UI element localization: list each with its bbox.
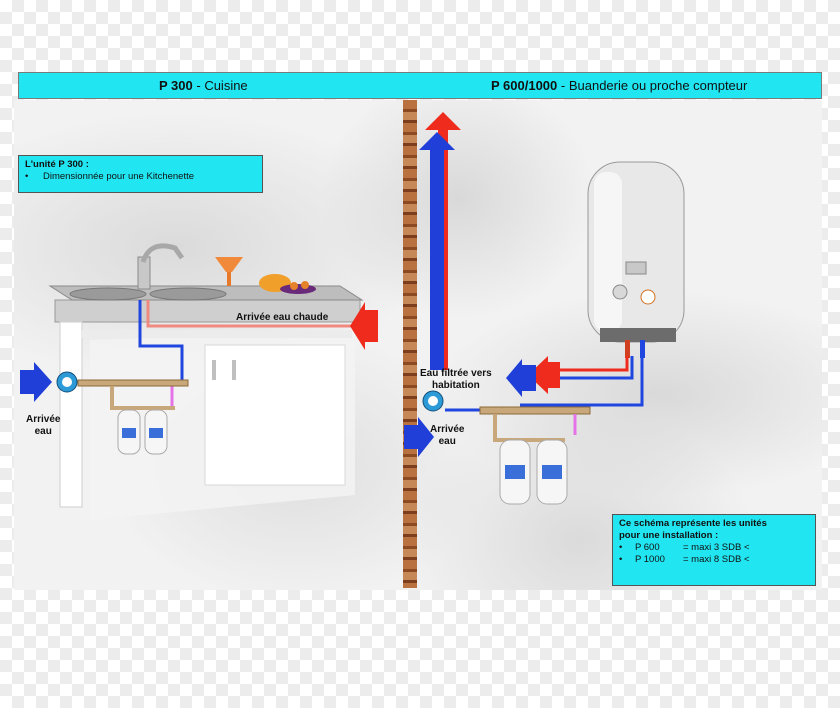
schema-item-p600: • P 600 = maxi 3 SDB <	[619, 542, 809, 554]
red-arrow-icon-right	[528, 356, 560, 394]
right-room: Buanderie ou proche compteur	[568, 78, 748, 93]
left-section-title: P 300 - Cuisine	[159, 78, 248, 93]
schema-text: = maxi 3 SDB <	[682, 542, 750, 553]
inlet-right-line-1: Arrivée	[430, 424, 465, 435]
cold-water-pipe-left	[138, 300, 184, 385]
sink-faucet-icon	[137, 243, 185, 290]
unit-info-text: Dimensionnée pour une Kitchenette	[42, 171, 195, 182]
unit-info-item: • Dimensionnée pour une Kitchenette	[25, 171, 256, 183]
unit-info-title: L'unité P 300 :	[25, 159, 89, 170]
right-section-title: P 600/1000 - Buanderie ou proche compteu…	[491, 78, 747, 93]
filtered-water-label: Eau filtrée vers habitation	[420, 368, 492, 392]
schema-text: = maxi 8 SDB <	[682, 554, 750, 565]
left-model: P 300	[159, 78, 193, 93]
inlet-left-label: Arrivée eau	[26, 414, 60, 438]
left-separator: -	[192, 78, 205, 93]
fruit-bowl-decoration	[215, 257, 316, 294]
inlet-right-label: Arrivée eau	[430, 424, 464, 448]
inlet-right-line-2: eau	[438, 436, 456, 447]
schema-bullet: •	[619, 554, 623, 565]
schema-model: P 1000	[634, 554, 665, 565]
left-room: Cuisine	[204, 78, 248, 93]
brick-wall-separator	[403, 100, 417, 588]
unit-info-bullet: •	[25, 171, 29, 182]
outlet-arrows-up	[419, 112, 461, 370]
blue-arrow-icon-inlet-right	[404, 417, 434, 457]
schema-line-2: pour une installation :	[619, 530, 719, 541]
hot-water-pipe-left	[146, 300, 352, 328]
filtered-line-1: Eau filtrée vers	[420, 368, 492, 379]
blue-arrow-icon	[20, 362, 52, 402]
schema-info-box: Ce schéma représente les unités pour une…	[612, 514, 816, 586]
filtered-line-2: habitation	[431, 380, 480, 391]
schema-bullet: •	[619, 542, 623, 553]
unit-info-box: L'unité P 300 : • Dimensionnée pour une …	[18, 155, 263, 193]
blue-arrow-icon-right	[506, 359, 536, 397]
right-separator: -	[557, 78, 569, 93]
sink-cabinet	[48, 285, 364, 520]
section-header-bar: P 300 - Cuisine P 600/1000 - Buanderie o…	[18, 72, 822, 99]
water-meter-icon	[56, 371, 78, 393]
schema-item-p1000: • P 1000 = maxi 8 SDB <	[619, 554, 809, 566]
water-heater-icon	[587, 161, 685, 358]
red-arrow-icon	[350, 302, 378, 350]
water-meter-icon-right	[422, 390, 444, 412]
right-model: P 600/1000	[491, 78, 558, 93]
schema-line-1: Ce schéma représente les unités	[619, 518, 767, 529]
water-filter-icon	[117, 409, 168, 455]
water-filter-icon-right	[499, 439, 568, 505]
inlet-left-line-1: Arrivée	[26, 414, 61, 425]
hot-water-label: Arrivée eau chaude	[236, 312, 329, 323]
schema-model: P 600	[634, 542, 660, 553]
inlet-left-line-2: eau	[34, 426, 52, 437]
